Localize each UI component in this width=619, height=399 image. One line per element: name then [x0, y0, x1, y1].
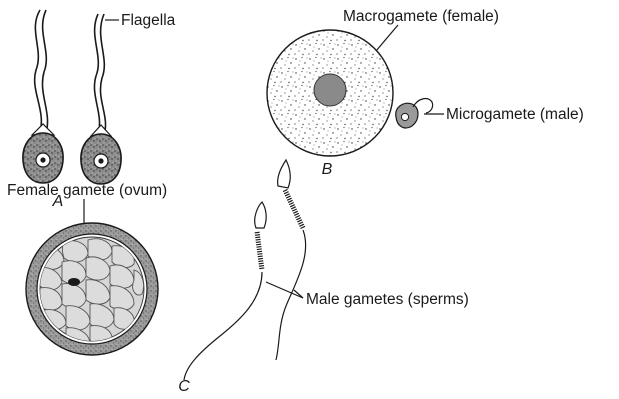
panel-c-label: C: [178, 378, 190, 395]
panel-b-label: B: [322, 161, 333, 178]
isogamete-left: [23, 10, 63, 183]
isogamete-right: [81, 14, 121, 184]
male-gametes-leader-line-2: [294, 290, 303, 298]
ovum: [26, 223, 158, 355]
flagella-label: Flagella: [121, 12, 176, 29]
sperm-left: [184, 202, 266, 380]
macrogamete-leader-line: [376, 25, 398, 51]
male-gametes-label: Male gametes (sperms): [306, 291, 469, 308]
microgamete: [396, 99, 433, 128]
sperm-right: [276, 160, 306, 360]
macrogamete: [267, 30, 393, 156]
male-gametes-leader-line-1: [266, 282, 303, 298]
microgamete-label: Microgamete (male): [446, 106, 584, 123]
macrogamete-label: Macrogamete (female): [343, 8, 499, 25]
female-gamete-label: Female gamete (ovum): [7, 182, 167, 199]
